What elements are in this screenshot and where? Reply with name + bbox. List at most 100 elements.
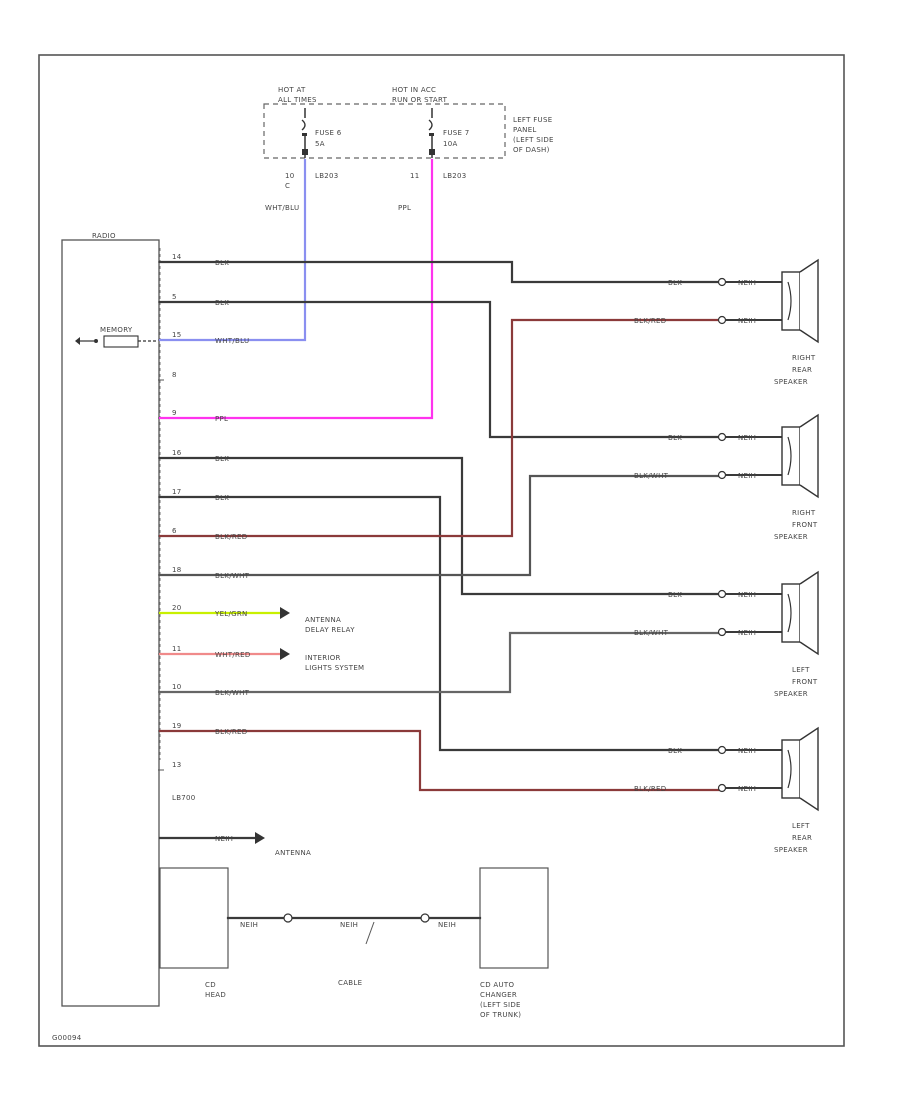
radio-pin-20: 20 <box>172 604 182 612</box>
speaker-connector <box>717 783 727 793</box>
speaker-cone <box>799 726 819 812</box>
wire-p8-blkred <box>158 318 722 538</box>
conn-b-id: LB203 <box>443 172 467 180</box>
conn-a-id: LB203 <box>315 172 339 180</box>
speaker-cone <box>799 570 819 656</box>
speaker-wire-label: BLK <box>668 279 682 287</box>
radio-pin-10: 10 <box>172 683 182 691</box>
speaker-term-label: NEIH <box>738 591 756 599</box>
cd-changer-box <box>479 867 549 969</box>
speaker-wire-label: BLK/WHT <box>634 629 669 637</box>
speaker-term-label: NEIH <box>738 317 756 325</box>
speaker-connector <box>717 432 727 442</box>
wire-b-color-label: PPL <box>398 204 411 212</box>
speaker-connector <box>717 627 727 637</box>
wire-purple <box>158 158 434 420</box>
speaker-cone <box>799 258 819 344</box>
speaker-term-label: NEIH <box>738 279 756 287</box>
radio-pin-14: 14 <box>172 253 182 261</box>
fuse-b: FUSE 7 10A <box>428 108 470 158</box>
speaker-term-label: NEIH <box>738 785 756 793</box>
wire-label-p11: WHT/RED <box>215 651 251 659</box>
speaker-wire-label: BLK <box>668 747 682 755</box>
speaker-wire-label: BLK/WHT <box>634 472 669 480</box>
speaker-term-label: NEIH <box>738 472 756 480</box>
radio-title: RADIO <box>92 232 116 240</box>
radio-pin-6: 6 <box>172 527 177 535</box>
radio-pin-9: 9 <box>172 409 177 417</box>
fuse-b-name: FUSE 7 <box>443 129 470 137</box>
radio-pin-15: 15 <box>172 331 182 339</box>
radio-pin-19: 19 <box>172 722 182 730</box>
speaker-coil <box>787 436 792 476</box>
speaker-coil <box>787 749 792 789</box>
speaker-term-label: NEIH <box>738 747 756 755</box>
wire-label-antenna: NEIH <box>215 835 233 843</box>
wire-label-p9: BLK/WHT <box>215 572 250 580</box>
memory-label: MEMORY <box>100 326 133 334</box>
speaker-wire-label: BLK <box>668 591 682 599</box>
speaker-wire-label: BLK <box>668 434 682 442</box>
speaker-connector <box>717 589 727 599</box>
fuse-a: FUSE 6 5A <box>301 108 342 158</box>
speaker-wire-label: BLK/RED <box>634 317 666 325</box>
cd-head-box <box>159 867 229 969</box>
wire-label-p10: YEL/GRN <box>214 610 248 618</box>
wire-label-p2: BLK <box>215 299 229 307</box>
speaker-coil <box>787 281 792 321</box>
wire-p12-blkwht <box>158 631 722 694</box>
radio-pin-8: 8 <box>172 371 177 379</box>
fuse-a-amp: 5A <box>315 140 325 148</box>
speaker-connector <box>717 470 727 480</box>
wire-label-p5: PPL <box>215 415 228 423</box>
memory-fuse: MEMORY <box>75 326 158 348</box>
wire-label-p1: BLK <box>215 259 229 267</box>
wire-label-p3: WHT/BLU <box>215 337 249 345</box>
radio-pin-5: 5 <box>172 293 177 301</box>
wire-label-p13: BLK/RED <box>215 728 247 736</box>
fuse-a-name: FUSE 6 <box>315 129 342 137</box>
wire-p1-blk <box>158 260 722 284</box>
wire-labels: BLK BLK WHT/BLU PPL BLK BLK BLK/RED BLK/… <box>214 259 364 857</box>
speaker-term-label: NEIH <box>738 629 756 637</box>
cd-cable-end-2: NEIH <box>340 921 358 929</box>
speaker-term-label: NEIH <box>738 434 756 442</box>
wire-label-p7: BLK <box>215 494 229 502</box>
wire-p7-blk <box>158 495 722 752</box>
wire-label-p6: BLK <box>215 455 229 463</box>
diagram-frame <box>38 54 845 1047</box>
radio-pin-13: 13 <box>172 761 182 769</box>
wire-label-p12: BLK/WHT <box>215 689 250 697</box>
cd-cable-label: CABLE <box>338 979 362 987</box>
conn-b-pin: 11 <box>410 172 420 180</box>
antenna-label: ANTENNA <box>275 849 311 857</box>
speaker-cone <box>799 413 819 499</box>
cd-cable-end-3: NEIH <box>438 921 456 929</box>
radio-pin-17: 17 <box>172 488 182 496</box>
figure-id: G00094 <box>52 1034 82 1042</box>
radio-pin-16: 16 <box>172 449 182 457</box>
radio-connector-label: LB700 <box>172 794 196 802</box>
wire-white-blue <box>158 158 307 342</box>
wire-p9-blkwht <box>158 474 722 577</box>
speaker-connector <box>717 745 727 755</box>
speaker-connector <box>717 315 727 325</box>
speaker-connector <box>717 277 727 287</box>
